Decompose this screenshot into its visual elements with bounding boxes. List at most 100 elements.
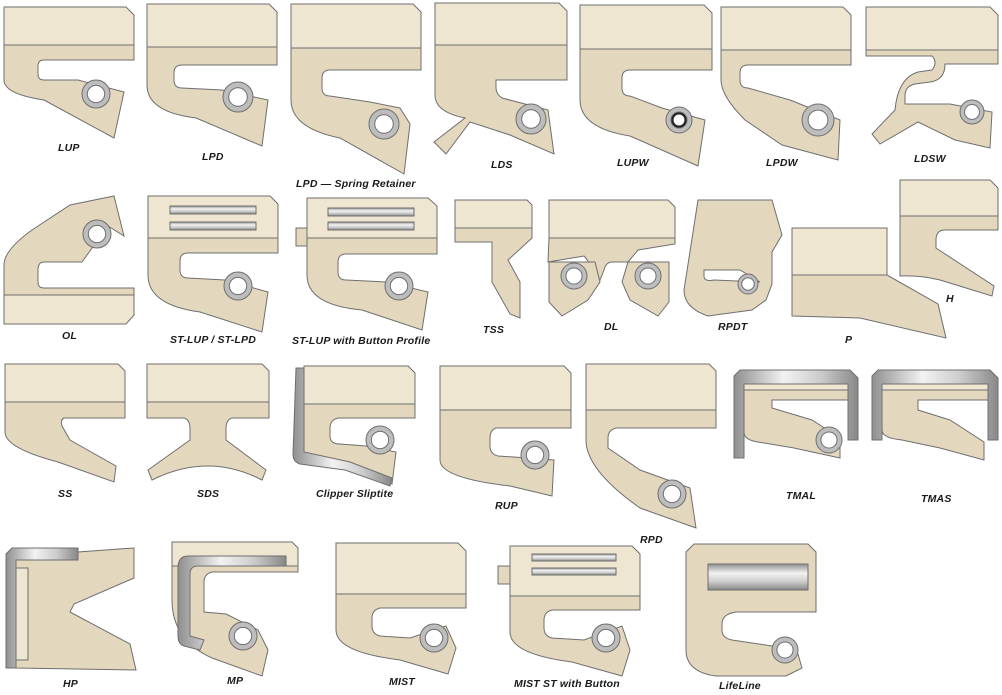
profile-sds-body bbox=[146, 401, 270, 481]
profile-sds bbox=[146, 363, 270, 481]
profile-label-ldsw: LDSW bbox=[914, 153, 946, 165]
profile-lupw-spring-center bbox=[673, 114, 685, 126]
profile-label-rpd: RPD bbox=[640, 534, 663, 546]
profile-lpd-body bbox=[146, 46, 278, 147]
profile-lupw bbox=[579, 4, 713, 167]
profile-label-h: H bbox=[946, 293, 954, 305]
profile-st-lup-button-steel-band-2 bbox=[327, 221, 415, 231]
profile-st-lup-st-lpd-header bbox=[147, 195, 279, 239]
profile-p-body bbox=[791, 274, 947, 339]
profile-p-header bbox=[791, 227, 888, 276]
profile-label-lpd: LPD bbox=[202, 151, 224, 163]
profile-clipper-sliptite bbox=[292, 365, 416, 487]
profile-rpd-body bbox=[585, 409, 717, 529]
profile-ss-header bbox=[4, 363, 126, 403]
profile-lifeline bbox=[685, 543, 817, 677]
profile-mist-st-button-spring-core bbox=[596, 628, 616, 648]
profile-dl-spring-right-core bbox=[639, 267, 657, 285]
profile-tmas-lining bbox=[881, 383, 989, 391]
profile-mist-st-button-steel-band-2 bbox=[531, 567, 617, 576]
profile-mist-st-button-button bbox=[497, 565, 511, 585]
profile-lup-spring-core bbox=[86, 84, 106, 104]
profile-label-lpdw: LPDW bbox=[766, 157, 798, 169]
profile-ol-body bbox=[3, 195, 135, 296]
profile-rpdt-body bbox=[683, 199, 783, 317]
profile-rup bbox=[439, 365, 572, 497]
profile-dl bbox=[547, 199, 676, 317]
profile-st-lup-st-lpd-steel-band-1 bbox=[169, 205, 257, 215]
profile-hp-body bbox=[15, 547, 137, 671]
profile-dl-header bbox=[548, 199, 676, 239]
profile-mist-st-button-steel-band-1 bbox=[531, 553, 617, 562]
profile-label-rpdt: RPDT bbox=[718, 321, 748, 333]
profile-lupw-body bbox=[579, 48, 713, 167]
profile-st-lup-button-body bbox=[306, 237, 438, 331]
profile-mp bbox=[171, 541, 299, 677]
profile-label-st-lup-st-lpd: ST-LUP / ST-LPD bbox=[170, 334, 257, 346]
profile-hp-insert bbox=[15, 567, 29, 661]
profile-st-lup-button-button bbox=[295, 227, 308, 247]
profile-mist-spring-core bbox=[424, 628, 444, 648]
profile-label-clipper-sliptite: Clipper Sliptite bbox=[316, 488, 394, 500]
profile-st-lup-st-lpd-steel-band-2 bbox=[169, 221, 257, 231]
profile-ol-spring-core bbox=[87, 224, 107, 244]
profile-rpdt bbox=[683, 199, 783, 317]
profile-label-sds: SDS bbox=[197, 488, 220, 500]
profile-clipper-sliptite-metal-case bbox=[292, 367, 393, 487]
profile-tmas bbox=[871, 369, 999, 461]
profile-dl-spring-left-core bbox=[565, 267, 583, 285]
profile-lifeline-metal-insert bbox=[707, 563, 809, 591]
profile-ldsw-header bbox=[865, 6, 999, 51]
profile-h bbox=[899, 179, 999, 297]
profile-ldsw-body bbox=[865, 49, 999, 149]
profile-clipper-sliptite-spring-core bbox=[370, 430, 390, 450]
profile-dl-web bbox=[547, 237, 676, 281]
profile-label-dl: DL bbox=[604, 321, 619, 333]
profile-h-header bbox=[899, 179, 999, 217]
profile-mist-body bbox=[335, 593, 467, 675]
profile-lup bbox=[3, 6, 135, 139]
profile-lpd-header bbox=[146, 3, 278, 48]
profile-label-lup: LUP bbox=[58, 142, 80, 154]
profile-lpd-spring-retainer-header bbox=[290, 3, 422, 49]
profile-lifeline-spring-core bbox=[776, 641, 794, 659]
profile-label-tmal: TMAL bbox=[786, 490, 816, 502]
profile-st-lup-st-lpd-spring-core bbox=[228, 276, 248, 296]
profile-lup-body bbox=[3, 44, 135, 139]
profile-label-lifeline: LifeLine bbox=[719, 680, 761, 692]
profile-h-body bbox=[899, 215, 999, 297]
profile-lup-header bbox=[3, 6, 135, 46]
profile-clipper-sliptite-header bbox=[303, 365, 416, 405]
profile-label-mist-st-button: MIST ST with Button bbox=[514, 678, 620, 690]
profile-lpdw-body bbox=[720, 49, 852, 161]
profile-lpd-spring-retainer-spring-core bbox=[374, 114, 394, 134]
profile-lpd-spring-core bbox=[228, 87, 248, 107]
profile-lpd-spring-retainer-body bbox=[290, 47, 422, 175]
profile-st-lup-button bbox=[295, 197, 438, 331]
profile-rup-body bbox=[439, 409, 572, 497]
profile-rup-spring-core bbox=[525, 445, 545, 465]
profile-mp-metal-case bbox=[177, 555, 287, 651]
profile-rpdt-spring-core bbox=[741, 277, 755, 291]
profile-tmal-spring-core bbox=[820, 431, 838, 449]
profile-tss-header bbox=[454, 199, 533, 229]
profile-st-lup-st-lpd bbox=[147, 195, 279, 333]
profile-label-mp: MP bbox=[227, 675, 244, 687]
profile-label-mist: MIST bbox=[389, 676, 415, 688]
profile-ss-body bbox=[4, 401, 126, 483]
profile-lpdw-spring-core bbox=[807, 109, 829, 131]
profile-mp-spring-core bbox=[233, 626, 253, 646]
profile-tmas-body bbox=[881, 383, 989, 461]
profile-tmal-metal-case bbox=[733, 369, 859, 459]
profile-lpdw bbox=[720, 6, 852, 161]
profile-mp-body bbox=[171, 565, 299, 677]
profile-label-ol: OL bbox=[62, 330, 77, 342]
profile-rpd-header bbox=[585, 363, 717, 411]
profile-label-rup: RUP bbox=[495, 500, 518, 512]
profile-mist bbox=[335, 542, 467, 675]
profile-lpd-spring-retainer bbox=[290, 3, 422, 175]
profile-mist-st-button-body bbox=[509, 595, 641, 677]
profile-tmal-lining bbox=[743, 383, 849, 391]
profile-label-p: P bbox=[845, 334, 853, 346]
